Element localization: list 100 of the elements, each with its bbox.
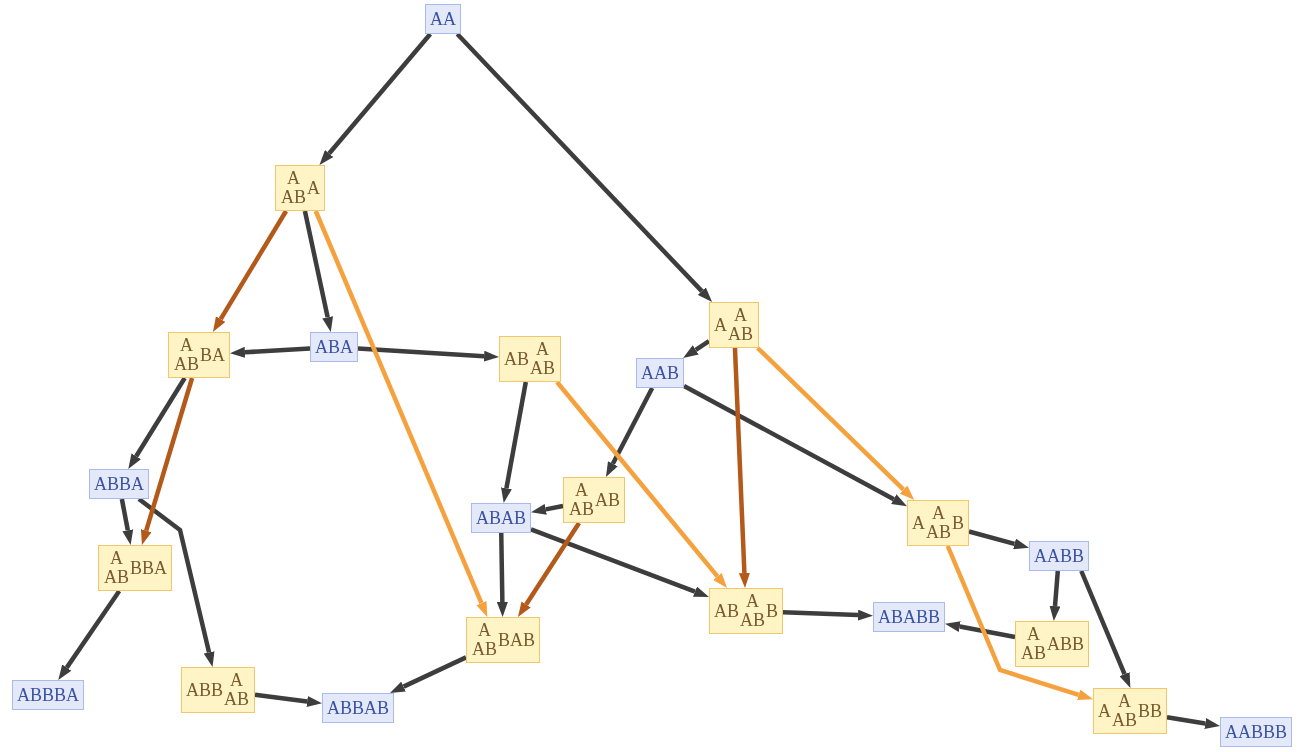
event-box bbox=[1093, 688, 1168, 734]
suffix-label: A bbox=[307, 178, 320, 198]
event-box bbox=[709, 588, 784, 634]
state-box bbox=[310, 332, 358, 362]
prefix-label: AB bbox=[714, 601, 739, 621]
arrow bbox=[1166, 714, 1220, 729]
arrow bbox=[1049, 570, 1061, 621]
rule-input-label: A bbox=[110, 549, 123, 568]
arrow bbox=[230, 346, 311, 358]
arrow bbox=[531, 503, 564, 515]
rule-output-label: AB bbox=[224, 690, 250, 709]
rule-input-label: A bbox=[932, 504, 945, 523]
prefix-label: AB bbox=[504, 349, 529, 369]
state-label: AA bbox=[430, 10, 456, 29]
arrow bbox=[357, 346, 499, 362]
rule-input-label: A bbox=[230, 671, 243, 690]
arrow bbox=[212, 209, 288, 332]
state-label: ABBBA bbox=[17, 686, 79, 705]
arrow bbox=[58, 589, 122, 680]
prefix-label: A bbox=[1098, 701, 1111, 721]
arrow bbox=[732, 347, 750, 588]
arrow bbox=[756, 346, 915, 500]
event-box bbox=[563, 477, 626, 523]
rule-input-label: A bbox=[746, 592, 759, 611]
rule-output-label: AB bbox=[104, 568, 129, 587]
arrow bbox=[945, 545, 1093, 701]
rule-output-label: AB bbox=[740, 611, 766, 630]
rule-output-label: AB bbox=[530, 359, 556, 378]
suffix-label: BB bbox=[1138, 701, 1163, 721]
rule-output-label: AB bbox=[472, 640, 497, 659]
arrow bbox=[254, 692, 322, 707]
arrow bbox=[605, 386, 655, 477]
arrow bbox=[302, 210, 334, 332]
rule-input-label: A bbox=[536, 340, 549, 359]
suffix-label: ABB bbox=[1047, 634, 1085, 654]
arrow bbox=[555, 380, 727, 588]
prefix-label: ABB bbox=[186, 680, 223, 700]
rule-output-label: AB bbox=[926, 523, 951, 542]
rule-output-label: AB bbox=[1021, 644, 1046, 663]
arrow bbox=[682, 383, 907, 507]
arrow bbox=[517, 521, 581, 617]
arrow bbox=[1079, 570, 1131, 688]
state-label: ABA bbox=[315, 338, 353, 357]
event-box bbox=[275, 165, 325, 211]
state-box bbox=[89, 469, 149, 499]
rule-input-label: A bbox=[1027, 625, 1040, 644]
arrow bbox=[140, 377, 195, 545]
event-box bbox=[168, 332, 231, 378]
state-box bbox=[471, 503, 531, 533]
state-label: ABBA bbox=[94, 475, 144, 494]
arrow bbox=[683, 339, 711, 358]
suffix-label: AB bbox=[595, 490, 621, 510]
event-box bbox=[1015, 621, 1090, 667]
rule-input-label: A bbox=[180, 336, 193, 355]
state-label: AABB bbox=[1034, 547, 1084, 566]
arrow bbox=[968, 529, 1029, 550]
rule-input-label: A bbox=[575, 481, 588, 500]
event-box bbox=[98, 545, 173, 591]
rule-input-label: A bbox=[734, 306, 747, 325]
rule-output-label: AB bbox=[569, 500, 594, 519]
event-box bbox=[181, 667, 256, 713]
rule-output-label: AB bbox=[174, 355, 199, 374]
rule-input-label: A bbox=[478, 621, 491, 640]
arrow bbox=[137, 497, 215, 667]
suffix-label: B bbox=[766, 601, 779, 621]
arrow bbox=[945, 621, 1016, 640]
rule-output-label: AB bbox=[281, 188, 306, 207]
arrow bbox=[128, 376, 187, 469]
arrow bbox=[782, 609, 873, 621]
state-label: ABABB bbox=[878, 608, 940, 627]
suffix-label: BBA bbox=[130, 558, 168, 578]
state-label: AAB bbox=[641, 364, 679, 383]
rule-input-label: A bbox=[287, 169, 300, 188]
event-box bbox=[499, 336, 562, 382]
event-box bbox=[466, 617, 541, 663]
state-label: ABAB bbox=[476, 509, 526, 528]
arrow bbox=[496, 532, 508, 617]
rule-output-label: AB bbox=[1112, 711, 1137, 730]
arrow bbox=[390, 655, 467, 693]
arrow bbox=[313, 210, 488, 617]
arrow bbox=[501, 381, 528, 503]
arrow bbox=[119, 498, 134, 545]
arrow bbox=[319, 32, 433, 165]
state-box bbox=[1220, 717, 1292, 747]
state-box bbox=[425, 4, 461, 34]
state-label: AABBB bbox=[1225, 723, 1287, 742]
arrow bbox=[455, 32, 713, 302]
suffix-label: B bbox=[952, 513, 965, 533]
event-box bbox=[907, 500, 970, 546]
event-box bbox=[709, 302, 759, 348]
state-box bbox=[322, 693, 394, 723]
state-box bbox=[12, 680, 84, 710]
state-box bbox=[636, 358, 684, 388]
arrow bbox=[530, 527, 709, 597]
prefix-label: A bbox=[714, 315, 727, 335]
suffix-label: BA bbox=[200, 345, 226, 365]
state-box bbox=[1029, 541, 1089, 571]
prefix-label: A bbox=[912, 513, 925, 533]
rule-output-label: AB bbox=[728, 325, 753, 344]
state-box bbox=[873, 602, 945, 632]
